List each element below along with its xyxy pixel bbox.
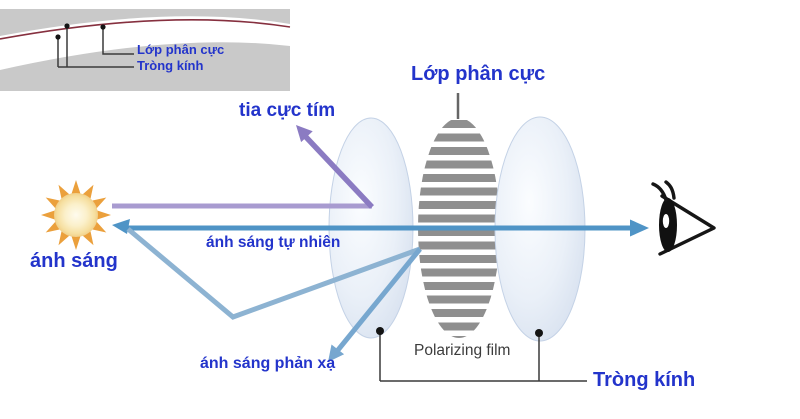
- uv-ray-label: tia cực tím: [239, 100, 336, 121]
- inset-lens-callout-line: [57, 26, 134, 68]
- inset-lens-band: [0, 16, 290, 70]
- inset-polar-layer-line: [0, 18, 291, 40]
- natural-light-ray: [112, 219, 649, 237]
- inset-callout-dot: [55, 34, 61, 40]
- inset-polar-callout-line: [102, 28, 134, 55]
- natural-light-label: ánh sáng tự nhiên: [206, 234, 341, 251]
- sun-icon: [41, 180, 111, 250]
- callout-dot: [535, 329, 543, 337]
- inset-callout-dot: [64, 23, 70, 29]
- reflected-light-label: ánh sáng phản xạ: [200, 355, 336, 372]
- sun-label: ánh sáng: [30, 250, 118, 272]
- eye-icon: [651, 180, 716, 256]
- lens-cross-section-inset: [0, 9, 291, 91]
- polarizing-film-label: Polarizing film: [414, 342, 511, 359]
- reflected-light-ray: [126, 227, 422, 362]
- uv-ray-arrow: [112, 125, 375, 209]
- lens-label: Tròng kính: [593, 369, 696, 391]
- polar-layer-title: Lớp phân cực: [411, 63, 546, 85]
- inset-polar-layer-label: Lớp phân cực: [137, 42, 225, 57]
- lens-callout-lines: [376, 327, 587, 382]
- inset-callout-dot: [100, 24, 106, 30]
- inset-lens-label: Tròng kính: [137, 58, 204, 73]
- callout-dot: [376, 327, 384, 335]
